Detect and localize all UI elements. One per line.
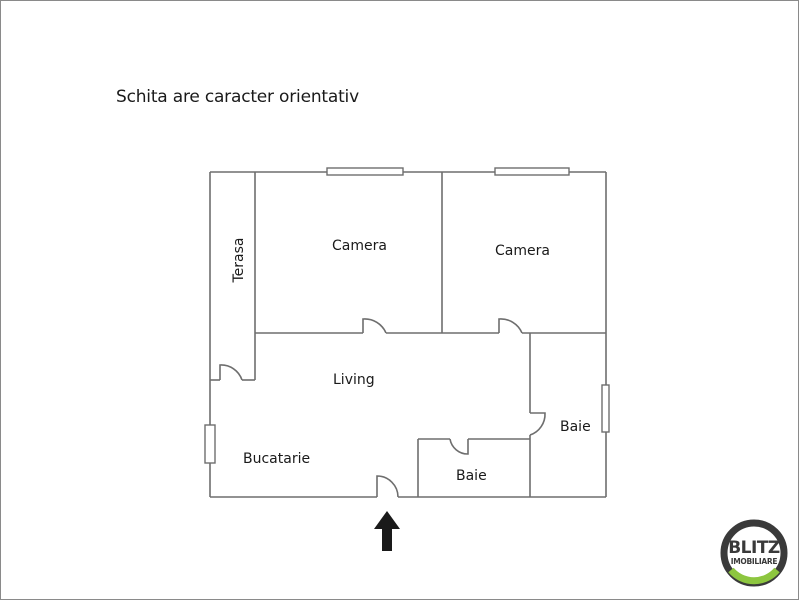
arrow-up-icon: [374, 511, 400, 551]
room-label-bucatarie: Bucatarie: [243, 451, 311, 467]
room-label-camera-right: Camera: [495, 243, 550, 259]
logo-ring-icon: [720, 519, 788, 587]
room-label-camera-left: Camera: [332, 238, 387, 254]
room-label-baie-right: Baie: [560, 419, 591, 435]
disclaimer-note: Schita are caracter orientativ: [116, 87, 359, 107]
room-label-baie-small: Baie: [456, 468, 487, 484]
window-bucatarie: [204, 424, 216, 464]
blitz-logo: BLITZ IMOBILIARE: [719, 518, 789, 588]
window-camera-left: [326, 167, 404, 176]
logo-text-imobiliare: IMOBILIARE: [730, 557, 778, 566]
windows: [204, 167, 610, 464]
room-label-terasa: Terasa: [231, 237, 247, 283]
doors: [219, 318, 546, 498]
window-baie: [601, 384, 610, 433]
room-label-living: Living: [333, 372, 375, 388]
logo-text-blitz: BLITZ: [728, 538, 780, 558]
window-camera-right: [494, 167, 570, 176]
walls: [209, 171, 607, 498]
